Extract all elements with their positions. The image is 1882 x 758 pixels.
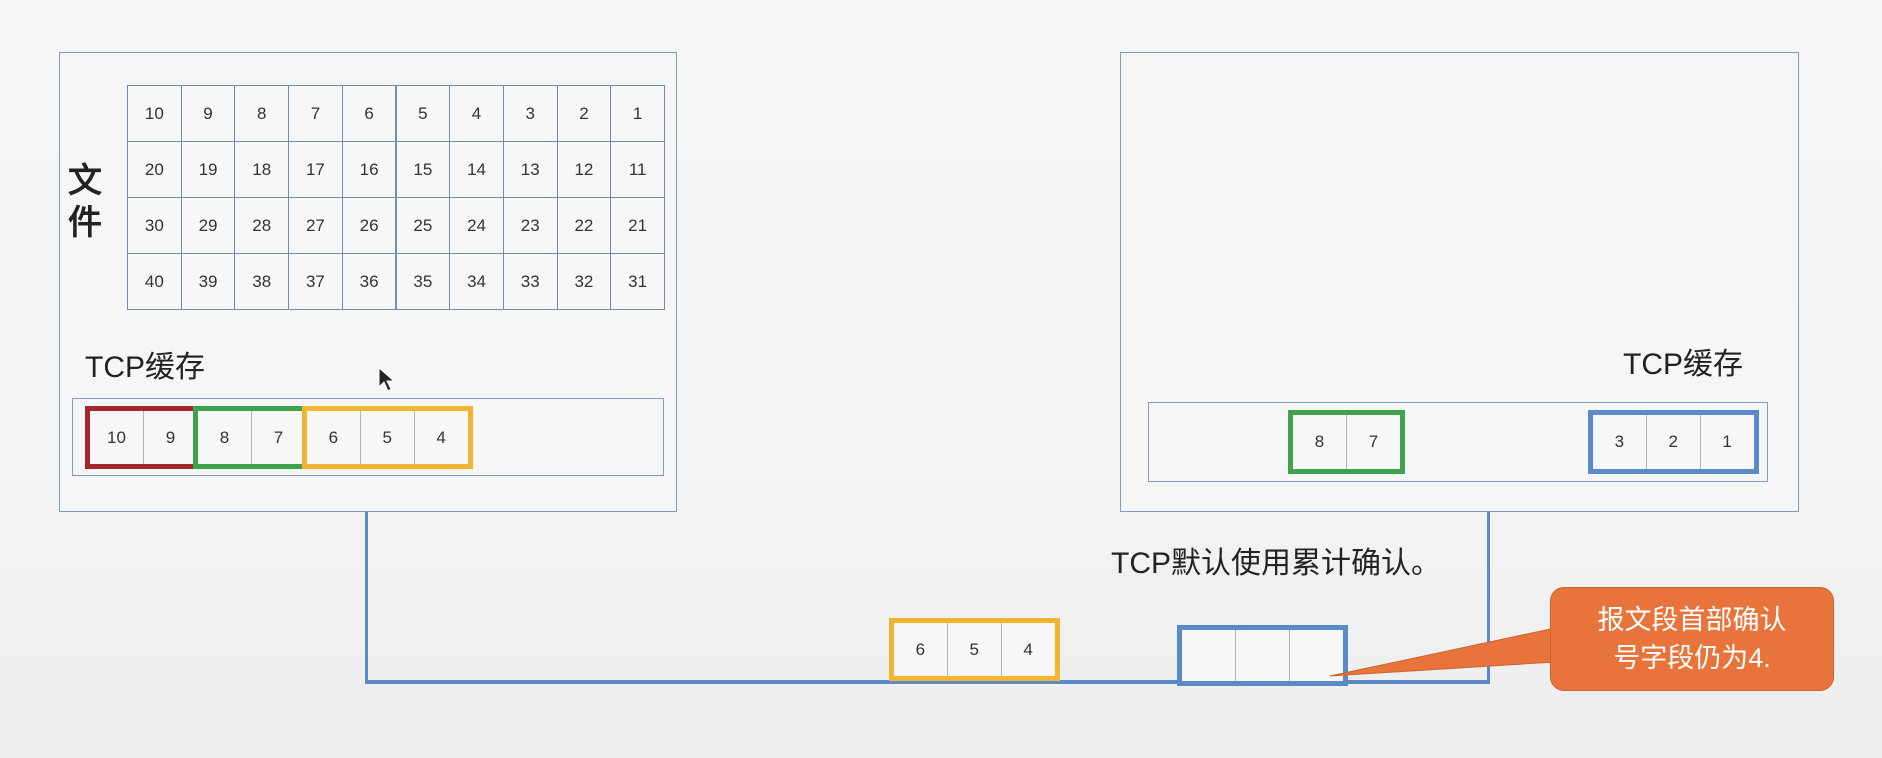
file-cell: 29 — [180, 197, 236, 254]
segment-cell: 1 — [1699, 415, 1754, 469]
file-cell: 28 — [234, 197, 290, 254]
file-cell: 8 — [234, 85, 290, 142]
file-cell: 33 — [502, 253, 558, 310]
file-cell: 34 — [449, 253, 504, 310]
sender-segment-red: 10 9 — [85, 406, 202, 469]
link-wire-right — [1487, 512, 1490, 684]
segment-cell: 8 — [1314, 432, 1325, 451]
file-cell: 6 — [341, 85, 397, 142]
cumulative-ack-note: TCP默认使用累计确认。 — [1111, 547, 1441, 580]
mouse-cursor-icon — [378, 367, 396, 392]
file-cell: 2 — [556, 85, 612, 142]
segment-cell — [1288, 630, 1343, 681]
file-label: 文件 — [68, 162, 102, 242]
segment-cell: 7 — [1346, 415, 1400, 469]
file-cell: 3 — [502, 85, 558, 142]
segment-cell: 3 — [1614, 432, 1625, 451]
file-cell: 30 — [127, 197, 182, 254]
segment-cell: 6 — [328, 427, 339, 447]
segment-cell: 7 — [251, 411, 305, 464]
segment-cell: 9 — [143, 411, 197, 464]
file-cell: 9 — [180, 85, 236, 142]
callout-line-2: 号字段仍为4. — [1613, 643, 1771, 673]
file-cell: 25 — [395, 197, 451, 254]
file-cell: 37 — [288, 253, 343, 310]
segment-cell: 2 — [1645, 415, 1700, 469]
file-cell: 23 — [502, 197, 558, 254]
segment-cell: 5 — [946, 623, 1001, 676]
link-wire-left — [365, 512, 368, 684]
file-cell: 12 — [556, 141, 612, 198]
file-cell: 5 — [395, 85, 451, 142]
file-cell: 17 — [288, 141, 343, 198]
link-wire-bottom — [365, 680, 1490, 684]
file-cell: 18 — [234, 141, 290, 198]
file-cell: 32 — [556, 253, 612, 310]
file-cell: 14 — [449, 141, 504, 198]
sender-buffer-label: TCP缓存 — [85, 351, 205, 384]
segment-cell: 6 — [915, 639, 926, 659]
file-cell: 31 — [610, 253, 665, 310]
file-cell: 10 — [127, 85, 182, 142]
segment-cell: 10 — [107, 427, 126, 447]
segment-cell — [1182, 630, 1235, 681]
file-cell: 13 — [502, 141, 558, 198]
segment-cell — [1234, 630, 1289, 681]
file-cell: 19 — [180, 141, 236, 198]
file-cell: 16 — [341, 141, 397, 198]
file-cell: 22 — [556, 197, 612, 254]
ack-callout: 报文段首部确认 号字段仍为4. — [1550, 587, 1834, 691]
receiver-buffer-label: TCP缓存 — [1623, 348, 1743, 381]
segment-cell: 5 — [359, 411, 414, 464]
segment-cell: 4 — [413, 411, 468, 464]
file-cell: 38 — [234, 253, 290, 310]
file-cell: 27 — [288, 197, 343, 254]
segment-cell: 4 — [1000, 623, 1055, 676]
file-cell: 39 — [180, 253, 236, 310]
file-cell: 26 — [341, 197, 397, 254]
file-cell: 36 — [341, 253, 397, 310]
file-cell: 4 — [449, 85, 504, 142]
file-cell: 11 — [610, 141, 665, 198]
callout-line-1: 报文段首部确认 — [1597, 605, 1787, 635]
file-cell: 21 — [610, 197, 665, 254]
file-cell: 20 — [127, 141, 182, 198]
file-cell: 1 — [610, 85, 665, 142]
file-cell: 15 — [395, 141, 451, 198]
segment-cell: 8 — [219, 427, 230, 447]
file-cell: 7 — [288, 85, 343, 142]
file-cell: 24 — [449, 197, 504, 254]
file-cell: 40 — [127, 253, 182, 310]
file-cell: 35 — [395, 253, 451, 310]
ack-segment-in-transit — [1177, 625, 1348, 686]
